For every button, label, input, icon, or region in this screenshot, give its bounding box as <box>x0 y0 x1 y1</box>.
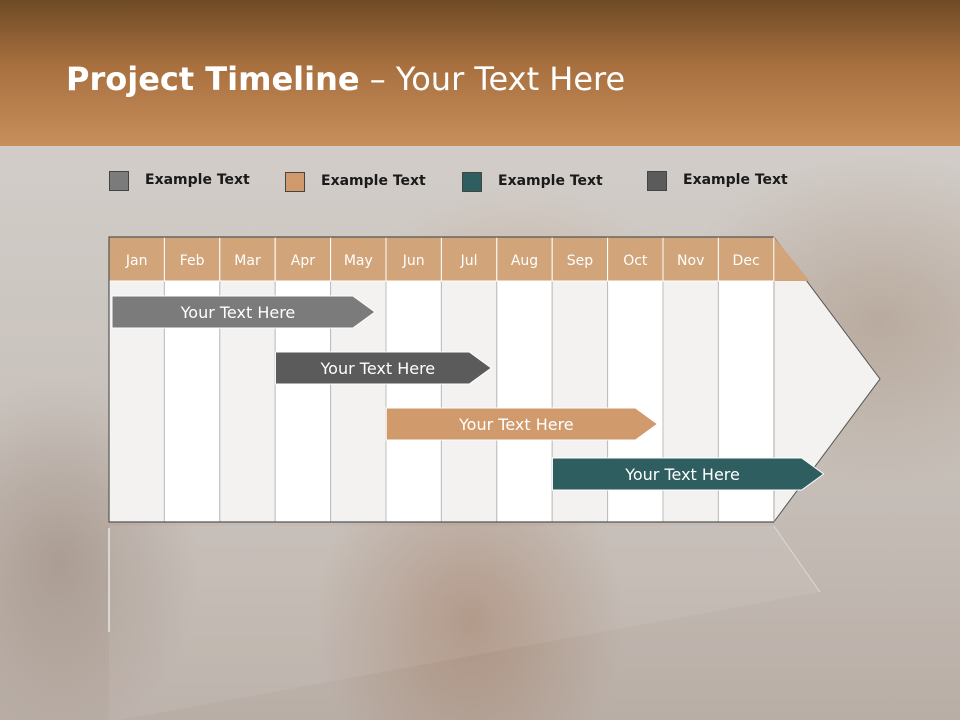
reflection-edge-right <box>773 525 821 593</box>
month-label: Jan <box>125 253 148 269</box>
task-label: Your Text Here <box>320 359 436 378</box>
timeline-outline <box>108 236 774 523</box>
month-label: Apr <box>291 253 315 269</box>
header-band <box>0 0 960 146</box>
timeline-arrow-head-band <box>773 237 810 281</box>
month-column <box>385 280 442 523</box>
title-rest: – Your Text Here <box>359 60 626 98</box>
task-arrow <box>551 457 825 491</box>
slide-title: Project Timeline – Your Text Here <box>66 60 625 98</box>
legend-swatch-3 <box>462 172 482 192</box>
month-label: Mar <box>234 253 261 269</box>
legend-label-3: Example Text <box>498 173 603 189</box>
legend-label-4: Example Text <box>683 172 788 188</box>
task-arrow <box>274 351 493 385</box>
task-arrow <box>385 407 659 441</box>
task-label: Your Text Here <box>624 465 740 484</box>
month-label: Jun <box>402 253 425 269</box>
month-label: Nov <box>677 253 704 269</box>
month-header-cell <box>662 236 719 282</box>
timeline-reflection <box>109 526 820 720</box>
month-label: Aug <box>511 253 538 269</box>
title-bold: Project Timeline <box>66 60 360 98</box>
task-arrow <box>111 295 376 329</box>
month-header-cell <box>717 236 775 282</box>
month-header-cell <box>163 236 221 282</box>
legend-swatch-1 <box>109 171 129 191</box>
month-header-cell <box>108 236 165 282</box>
legend-swatch-2 <box>285 172 305 192</box>
month-label: Dec <box>733 253 760 269</box>
month-label: Feb <box>180 253 205 269</box>
month-column <box>440 280 498 523</box>
legend-label-1: Example Text <box>145 172 250 188</box>
task-label: Your Text Here <box>458 415 574 434</box>
month-label: Oct <box>623 253 648 269</box>
month-label: May <box>344 253 373 269</box>
month-label: Sep <box>567 253 594 269</box>
month-header-cell <box>219 236 276 282</box>
task-label: Your Text Here <box>180 303 296 322</box>
month-header-cell <box>385 236 442 282</box>
month-header-cell <box>330 236 387 282</box>
month-column <box>496 280 553 523</box>
legend-swatch-4 <box>647 171 667 191</box>
month-label: Jul <box>460 253 478 269</box>
legend-label-2: Example Text <box>321 173 426 189</box>
